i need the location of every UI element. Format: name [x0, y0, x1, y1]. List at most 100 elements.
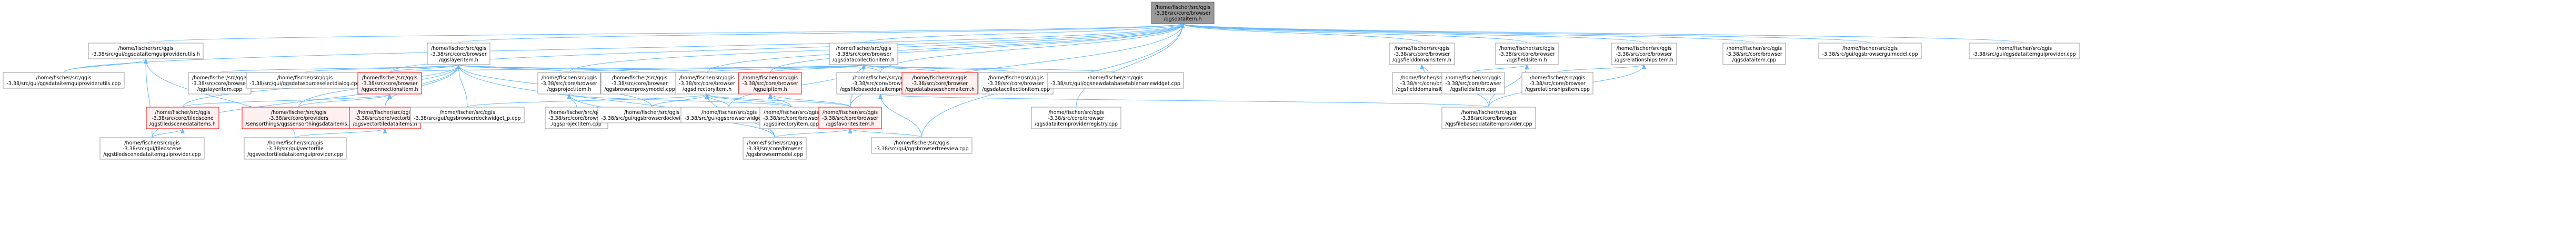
node-label-line: /home/fischer/src/qgis [155, 110, 210, 116]
node-label-line: /qgslayeritem.h [439, 57, 478, 63]
graph-node-relationships-h[interactable]: /home/fischer/src/qgis-3.38/src/core/bro… [1611, 43, 1677, 65]
graph-node-projectitem-h[interactable]: /home/fischer/src/qgis-3.38/src/core/bro… [537, 72, 601, 95]
node-label-line: /home/fischer/src/qgis [118, 46, 173, 51]
graph-node-layeritem-cpp[interactable]: /home/fischer/src/qgis-3.38/src/core/bro… [188, 72, 252, 95]
graph-node-dip-utils-cpp[interactable]: /home/fischer/src/qgis-3.38/src/gui/qgsd… [3, 72, 125, 89]
graph-node-favoritesitem-h[interactable]: /home/fischer/src/qgis-3.38/src/core/bro… [818, 107, 882, 129]
node-label-line: /qgsdataitem.h [1164, 16, 1201, 22]
node-label-line: /qgsfielddomainsitem.h [1392, 57, 1451, 63]
node-label-line: /home/fischer/src/qgis [1616, 46, 1671, 51]
node-label-line: -3.38/src/core/browser [1529, 81, 1586, 87]
graph-node-vectortiledataitems-h[interactable]: /home/fischer/src/qgis-3.38/src/core/vec… [349, 107, 421, 129]
node-box [537, 72, 601, 95]
graph-node-browserproxymodel-cpp[interactable]: /home/fischer/src/qgis-3.38/src/core/bro… [600, 72, 679, 95]
graph-node-layeritem-h[interactable]: /home/fischer/src/qgis-3.38/src/core/bro… [427, 43, 490, 65]
node-box [1047, 72, 1184, 89]
node-label-line: /qgsfilebaseddataitemprovider.h [840, 87, 921, 92]
node-box [978, 72, 1054, 95]
node-label-line: /qgsdataitemproviderregistry.cpp [1035, 121, 1118, 127]
node-label-line: -3.38/src/core/browser [836, 51, 892, 57]
edge-root-to-dip-utils-h [145, 23, 1185, 44]
node-label-line: -3.38/src/gui/qgsbrowserdockwidget_p.cpp [414, 116, 520, 121]
graph-node-connectionsitem-h[interactable]: /home/fischer/src/qgis-3.38/src/core/bro… [357, 72, 422, 95]
node-label-line: /home/fischer/src/qgis [624, 110, 679, 116]
graph-node-browsermodel-cpp[interactable]: /home/fischer/src/qgis-3.38/src/core/bro… [743, 137, 807, 160]
node-label-line: /home/fischer/src/qgis [431, 46, 486, 51]
node-box [871, 137, 973, 154]
graph-node-browserguimodel-cpp[interactable]: /home/fischer/src/qgis-3.38/src/gui/qgsb… [1818, 43, 1922, 59]
node-label-line: /home/fischer/src/qgis [36, 75, 91, 81]
graph-node-tiledscene-gui-cpp[interactable]: /home/fischer/src/qgis-3.38/src/gui/tile… [99, 137, 205, 160]
node-label-line: /qgsvectortiledataitemguiprovider.cpp [247, 152, 343, 158]
graph-node-directoryitem-h[interactable]: /home/fischer/src/qgis-3.38/src/core/bro… [675, 72, 739, 95]
node-label-line: -3.38/src/gui/qgsnewdatabasetablenamewid… [1050, 81, 1180, 87]
edge-directoryitem-h-to-dockwidget-p-cpp [467, 93, 709, 108]
edge-root-to-zipitem-h [770, 23, 1185, 73]
graph-node-root[interactable]: /home/fischer/src/qgis-3.38/src/core/bro… [1151, 2, 1215, 24]
node-label-line: /home/fischer/src/qgis [124, 140, 179, 146]
node-label-line: /qgsrelationshipsitem.cpp [1525, 87, 1590, 92]
graph-node-fieldsitem-h[interactable]: /home/fischer/src/qgis-3.38/src/core/bro… [1495, 43, 1559, 65]
node-label-line: -3.38/src/core/browser [988, 81, 1044, 87]
edge-layeritem-h-to-connectionsitem-h [389, 64, 461, 73]
node-label-line: /home/fischer/src/qgis [271, 110, 326, 116]
node-box [246, 72, 364, 89]
node-label-line: /qgsdatacollectionitem.h [833, 57, 895, 63]
node-label-line: -3.38/src/core/browser [747, 146, 803, 152]
graph-node-dcitem-cpp[interactable]: /home/fischer/src/qgis-3.38/src/core/bro… [978, 72, 1054, 95]
node-box [88, 43, 204, 59]
node-label-line: /home/fischer/src/qgis [1461, 110, 1516, 116]
edge-dcitem-h-to-projectitem-h [569, 64, 866, 73]
node-box [1151, 2, 1215, 24]
node-label-line: -3.38/src/gui/qgsbrowsertreeview.cpp [875, 146, 968, 152]
graph-node-dataitemguiprovider-cpp[interactable]: /home/fischer/src/qgis-3.38/src/gui/qgsd… [1969, 43, 2080, 59]
graph-node-zipitem-h[interactable]: /home/fischer/src/qgis-3.38/src/core/bro… [738, 72, 802, 95]
graph-node-sensorthings-h[interactable]: /home/fischer/src/qgis-3.38/src/core/pro… [242, 107, 356, 129]
graph-node-dataitem-cpp[interactable]: /home/fischer/src/qgis-3.38/src/core/bro… [1722, 43, 1786, 65]
node-label-line: /home/fischer/src/qgis [894, 140, 949, 146]
node-label-line: /home/fischer/src/qgis [277, 75, 333, 81]
edge-dcitem-h-to-dbschemaitem-h [861, 64, 940, 73]
node-label-line: -3.38/src/gui/qgsdatasourceselectdialog.… [249, 81, 360, 87]
node-box [1521, 72, 1593, 95]
node-label-line: /home/fischer/src/qgis [362, 75, 417, 81]
node-box [901, 72, 978, 95]
node-label-line: /qgsdirectoryitem.h [683, 87, 731, 92]
graph-node-dcitem-h[interactable]: /home/fischer/src/qgis-3.38/src/core/bro… [829, 43, 898, 65]
node-label-line: -3.38/src/core/browser [1726, 51, 1782, 57]
edge-fieldsitem-h-to-fieldsitem-cpp [1473, 64, 1529, 73]
edge-layeritem-h-to-projectitem-h [456, 64, 569, 73]
graph-node-directoryitem-cpp[interactable]: /home/fischer/src/qgis-3.38/src/core/bro… [759, 107, 823, 129]
graph-node-fieldsitem-cpp[interactable]: /home/fischer/src/qgis-3.38/src/core/bro… [1441, 72, 1505, 95]
graph-node-browsertreeview-cpp[interactable]: /home/fischer/src/qgis-3.38/src/gui/qgsb… [871, 137, 973, 154]
node-label-line: /home/fischer/src/qgis [1446, 75, 1501, 81]
graph-node-newdbtablename-cpp[interactable]: /home/fischer/src/qgis-3.38/src/gui/qgsn… [1047, 72, 1184, 89]
graph-node-dip-utils-h[interactable]: /home/fischer/src/qgis-3.38/src/gui/qgsd… [88, 43, 204, 59]
node-label-line: /home/fischer/src/qgis [988, 75, 1044, 81]
node-label-line: -3.38/src/core/browser [430, 51, 487, 57]
node-label-line: /qgstiledscenedataitems.h [149, 121, 216, 127]
edge-dcitem-h-to-zipitem-h [770, 64, 866, 73]
graph-node-filebaseddip-cpp[interactable]: /home/fischer/src/qgis-3.38/src/core/bro… [1441, 107, 1536, 129]
graph-node-dbschemaitem-h[interactable]: /home/fischer/src/qgis-3.38/src/core/bro… [901, 72, 978, 95]
node-label-line: -3.38/src/gui/qgsbrowserdockwidget.cpp [601, 116, 703, 121]
graph-node-fielddomains-h[interactable]: /home/fischer/src/qgis-3.38/src/core/bro… [1389, 43, 1455, 65]
graph-node-tiledscenedataitems-h[interactable]: /home/fischer/src/qgis-3.38/src/core/til… [146, 107, 219, 129]
graph-node-dipregistry-cpp[interactable]: /home/fischer/src/qgis-3.38/src/core/bro… [1031, 107, 1121, 129]
node-box [545, 107, 608, 129]
node-label-line: -3.38/src/core/browser [912, 81, 968, 87]
graph-node-vectortile-gui-cpp[interactable]: /home/fischer/src/qgis-3.38/src/gui/vect… [244, 137, 347, 160]
graph-node-relationships-cpp[interactable]: /home/fischer/src/qgis-3.38/src/core/bro… [1521, 72, 1593, 95]
node-label-line: /home/fischer/src/qgis [549, 110, 604, 116]
node-label-line: /qgstiledscenedataitemguiprovider.cpp [103, 152, 201, 158]
node-box [1969, 43, 2080, 59]
node-label-line: /home/fischer/src/qgis [823, 110, 878, 116]
edge-dip-utils-h-to-dip-utils-cpp [63, 58, 148, 73]
node-box [188, 72, 252, 95]
node-label-line: /home/fischer/src/qgis [1048, 110, 1104, 116]
node-label-line: -3.38/src/gui/qgsbrowserguimodel.cpp [1822, 51, 1918, 57]
graph-node-datasourceselect-cpp[interactable]: /home/fischer/src/qgis-3.38/src/gui/qgsd… [246, 72, 364, 89]
node-box [349, 107, 421, 129]
graph-node-dockwidget-p-cpp[interactable]: /home/fischer/src/qgis-3.38/src/gui/qgsb… [410, 107, 525, 123]
graph-node-projectitem-cpp[interactable]: /home/fischer/src/qgis-3.38/src/core/bro… [545, 107, 608, 129]
